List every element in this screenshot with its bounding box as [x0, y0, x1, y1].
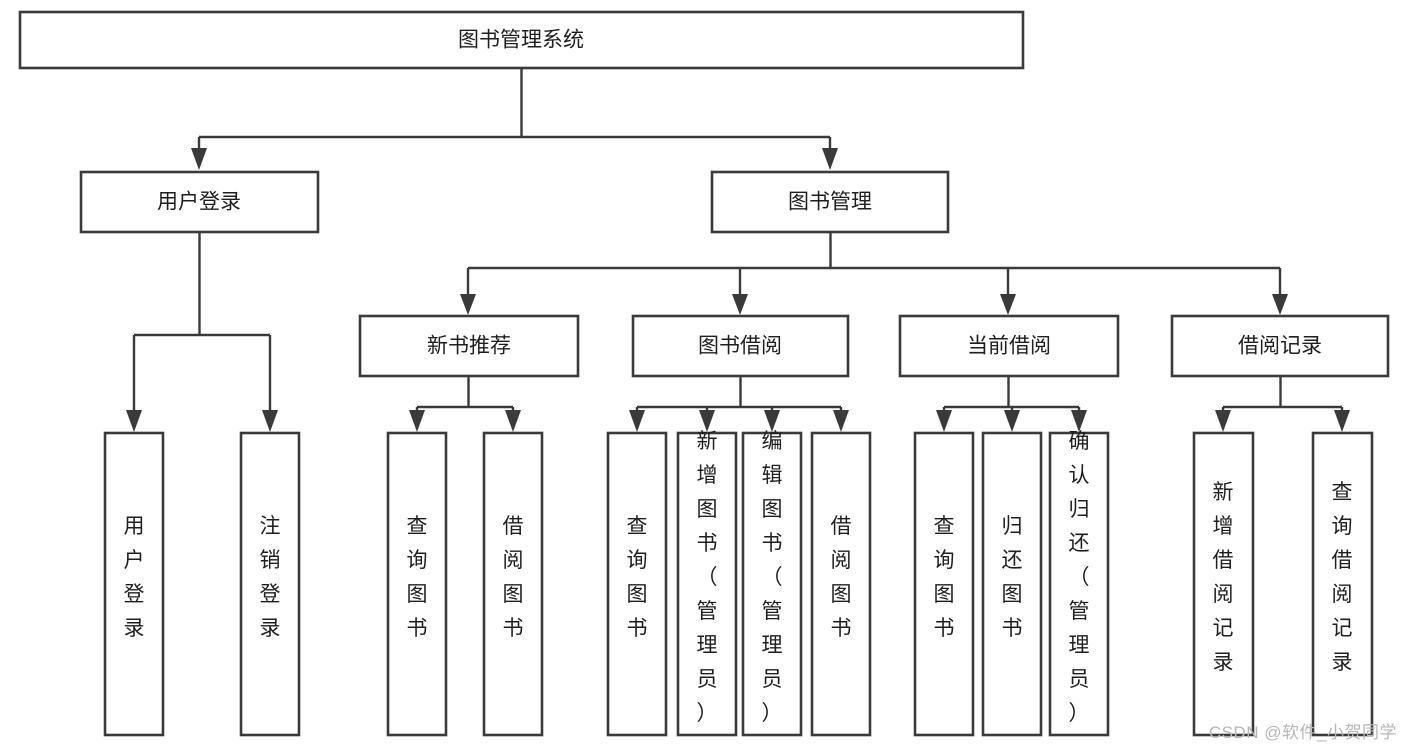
book-management-label: 图书管理 — [788, 191, 872, 214]
node-current-borrow[interactable]: 当前借阅 — [898, 314, 1120, 378]
leaf-user-login-label: 用户登录 — [124, 515, 145, 640]
connector-layer — [126, 68, 1350, 432]
leaf-confirm-return[interactable]: 确认归还（管理员） — [1048, 430, 1110, 737]
arrow-head-leaf-logout-login — [262, 410, 278, 432]
csdn-watermark: CSDN @软件_小贺同学 — [1208, 723, 1397, 742]
leaf-add-book-label: 新增图书（管理员） — [697, 430, 718, 725]
leaf-edit-book-label: 编辑图书（管理员） — [762, 430, 783, 725]
node-root[interactable]: 图书管理系统 — [18, 10, 1025, 70]
leaf-edit-book[interactable]: 编辑图书（管理员） — [741, 430, 803, 737]
leaf-return-book-box[interactable] — [981, 431, 1043, 737]
node-new-book-recommend[interactable]: 新书推荐 — [358, 314, 580, 378]
leaf-borrow-book-2-label: 借阅图书 — [831, 515, 852, 640]
arrow-head-user-login — [191, 148, 207, 170]
leaf-query-record-box[interactable] — [1311, 431, 1374, 737]
leaf-logout-login-box[interactable] — [239, 431, 301, 737]
leaf-edit-book-box[interactable] — [741, 431, 803, 737]
leaf-borrow-book-1-label: 借阅图书 — [503, 515, 524, 640]
leaf-query-book-2[interactable]: 查询图书 — [606, 431, 668, 737]
arrow-head-leaf-query-book-2 — [629, 410, 645, 432]
leaf-query-book-3-box[interactable] — [913, 431, 975, 737]
arrow-head-book-management — [822, 148, 838, 170]
node-book-borrow[interactable]: 图书借阅 — [631, 314, 850, 378]
arrow-head-leaf-borrow-book-1 — [505, 410, 521, 432]
borrow-records-label: 借阅记录 — [1238, 335, 1322, 358]
leaf-user-login[interactable]: 用户登录 — [103, 431, 165, 737]
leaf-borrow-book-2[interactable]: 借阅图书 — [810, 431, 872, 737]
leaf-query-book-2-box[interactable] — [606, 431, 668, 737]
leaf-borrow-book-1[interactable]: 借阅图书 — [482, 431, 544, 737]
current-borrow-label: 当前借阅 — [967, 335, 1051, 358]
leaf-query-book-1-label: 查询图书 — [407, 515, 428, 640]
new-book-recommend-label: 新书推荐 — [427, 335, 511, 358]
leaf-add-record-label: 新增借阅记录 — [1213, 481, 1234, 674]
arrow-head-borrow-records — [1272, 294, 1288, 315]
node-borrow-records[interactable]: 借阅记录 — [1170, 314, 1390, 378]
arrow-head-leaf-add-record — [1215, 410, 1231, 432]
leaf-query-book-3-label: 查询图书 — [934, 515, 955, 640]
arrow-head-new-book-recommend — [460, 294, 476, 315]
root-box[interactable] — [18, 10, 1025, 70]
leaf-logout-login[interactable]: 注销登录 — [239, 431, 301, 737]
arrow-head-book-borrow — [732, 294, 748, 315]
book-management-box[interactable] — [710, 170, 950, 234]
leaf-add-record[interactable]: 新增借阅记录 — [1192, 431, 1255, 737]
book-borrow-box[interactable] — [631, 314, 850, 378]
arrow-head-leaf-add-book — [699, 410, 715, 432]
arrow-head-leaf-query-record — [1334, 410, 1350, 432]
leaf-query-record[interactable]: 查询借阅记录 — [1311, 431, 1374, 737]
user-login-box[interactable] — [79, 170, 320, 234]
arrow-head-leaf-user-login — [126, 410, 142, 432]
leaf-logout-login-label: 注销登录 — [260, 515, 281, 640]
arrow-head-leaf-confirm-return — [1071, 410, 1087, 432]
leaf-confirm-return-label: 确认归还（管理员） — [1069, 430, 1090, 725]
root-label: 图书管理系统 — [458, 29, 584, 52]
node-book-management[interactable]: 图书管理 — [710, 170, 950, 234]
arrow-head-current-borrow — [1000, 294, 1016, 315]
arrow-head-leaf-return-book — [1004, 410, 1020, 432]
leaf-query-book-1[interactable]: 查询图书 — [386, 431, 448, 737]
current-borrow-box[interactable] — [898, 314, 1120, 378]
leaf-user-login-box[interactable] — [103, 431, 165, 737]
leaf-confirm-return-box[interactable] — [1048, 431, 1110, 737]
leaf-query-book-2-label: 查询图书 — [627, 515, 648, 640]
arrow-head-leaf-edit-book — [764, 410, 780, 432]
leaf-query-record-label: 查询借阅记录 — [1332, 481, 1353, 674]
user-login-label: 用户登录 — [157, 191, 241, 214]
node-user-login[interactable]: 用户登录 — [79, 170, 320, 234]
arrow-head-leaf-query-book-1 — [409, 410, 425, 432]
leaf-return-book[interactable]: 归还图书 — [981, 431, 1043, 737]
leaf-borrow-book-1-box[interactable] — [482, 431, 544, 737]
leaf-query-book-3[interactable]: 查询图书 — [913, 431, 975, 737]
leaf-query-book-1-box[interactable] — [386, 431, 448, 737]
new-book-recommend-box[interactable] — [358, 314, 580, 378]
leaf-add-record-box[interactable] — [1192, 431, 1255, 737]
leaf-borrow-book-2-box[interactable] — [810, 431, 872, 737]
arrow-head-leaf-borrow-book-2 — [833, 410, 849, 432]
book-borrow-label: 图书借阅 — [698, 335, 782, 358]
leaf-add-book-box[interactable] — [676, 431, 738, 737]
borrow-records-box[interactable] — [1170, 314, 1390, 378]
leaf-add-book[interactable]: 新增图书（管理员） — [676, 430, 738, 737]
arrow-head-leaf-query-book-3 — [936, 410, 952, 432]
leaf-return-book-label: 归还图书 — [1002, 515, 1023, 640]
